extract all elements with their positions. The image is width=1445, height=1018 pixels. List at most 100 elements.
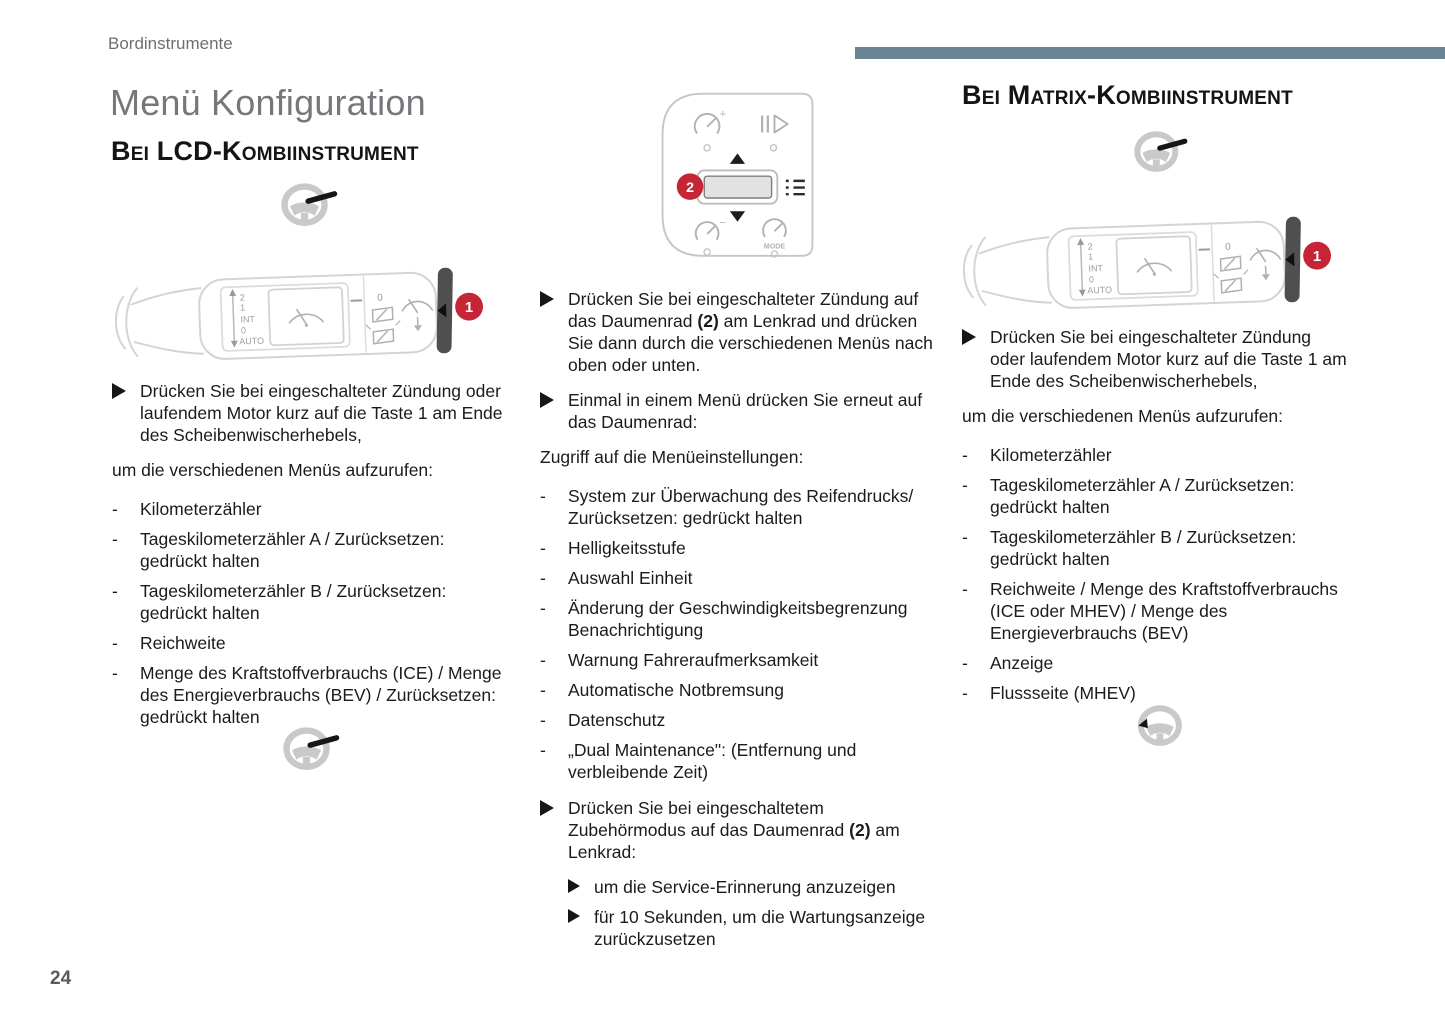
list-item: -Tageskilometerzähler A / Zurücksetzen: …	[962, 475, 1295, 517]
dash-icon: -	[962, 527, 968, 547]
lcd-column: Drücken Sie bei eingeschalteter Zündung …	[112, 380, 506, 736]
list-item: -„Dual Maintenance": (Entfernung und ver…	[540, 740, 857, 782]
section-heading-lcd: Bei LCD-Kombiinstrument	[111, 136, 419, 166]
dash-icon: -	[540, 568, 546, 588]
stalk-screen	[267, 286, 345, 347]
dash-icon: -	[962, 579, 968, 599]
list-item: -Auswahl Einheit	[540, 568, 693, 588]
steering-wheel-icon	[280, 182, 340, 232]
dash-icon: -	[962, 445, 968, 465]
steering-wheel-icon	[1133, 130, 1190, 178]
speed-scale	[231, 294, 236, 343]
list-item: -Helligkeitsstufe	[540, 538, 686, 558]
instruction-substep: für 10 Sekunden, um die Wartungsanzeige …	[568, 906, 942, 950]
front-wiper-icon	[288, 313, 324, 324]
rear-washer-icon	[372, 328, 395, 345]
dash-icon: -	[112, 529, 118, 549]
svg-text:AUTO: AUTO	[1087, 285, 1112, 296]
front-wiper-icon	[1136, 262, 1172, 273]
wiper-stalk-illustration: 2 1 INT 0 AUTO 0 1	[108, 243, 486, 382]
rear-washer-icon	[1220, 277, 1243, 294]
instruction-substep: um die Service-Erinnerung anzuzeigen	[568, 876, 942, 898]
dash-icon: -	[540, 650, 546, 670]
arrow-bullet-icon	[568, 876, 594, 898]
matrix-column: Drücken Sie bei eingeschalteter Zündung …	[962, 326, 1348, 712]
instruction-step: Drücken Sie bei eingeschalteter Zündung …	[962, 326, 1348, 392]
dash-list: -Kilometerzähler -Tageskilometerzähler A…	[112, 498, 506, 728]
steering-wheel-press-icon	[1134, 704, 1191, 752]
stalk-line	[305, 191, 338, 204]
gauge-minus-icon: −	[694, 217, 726, 241]
front-washer-icon	[1249, 249, 1282, 261]
callout-badge-1: 1	[455, 292, 484, 321]
arrow-bullet-icon	[540, 797, 568, 863]
rear-wiper-icon	[1219, 255, 1242, 272]
svg-text:0: 0	[1089, 274, 1094, 284]
steering-controls-illustration: + − MODE 2	[654, 87, 820, 267]
mode-gauge-icon: MODE	[762, 218, 787, 250]
front-washer-icon	[401, 300, 434, 312]
list-item: -Warnung Fahreraufmerksamkeit	[540, 650, 819, 670]
up-arrow-icon	[729, 153, 746, 164]
list-item: -Automatische Notbremsung	[540, 680, 784, 700]
steering-wheel-icon	[282, 726, 342, 776]
lead-text: um die verschiedenen Menüs aufzurufen:	[112, 460, 434, 480]
list-item: -Reichweite	[112, 633, 226, 653]
arrow-bullet-icon	[568, 906, 594, 950]
list-item: -Tageskilometerzähler B / Zurücksetzen: …	[962, 527, 1297, 569]
rear-wiper-icon	[371, 306, 394, 323]
instruction-step: Drücken Sie bei eingeschaltetem Zubehörm…	[540, 797, 942, 863]
svg-text:1: 1	[240, 302, 245, 312]
svg-text:AUTO: AUTO	[239, 336, 264, 347]
dash-icon: -	[112, 581, 118, 601]
stalk-panel	[219, 282, 351, 352]
stalk-line	[307, 735, 340, 748]
svg-text:2: 2	[686, 180, 694, 196]
dash-icon: -	[540, 598, 546, 618]
press-mark	[1138, 718, 1148, 729]
section-heading-matrix: Bei Matrix-Kombiinstrument	[962, 80, 1293, 110]
svg-text:−: −	[719, 217, 726, 229]
list-item: -System zur Überwachung des Reifendrucks…	[540, 486, 914, 528]
arrow-bullet-icon	[540, 288, 568, 376]
list-item: -Kilometerzähler	[112, 499, 262, 519]
svg-text:+: +	[719, 108, 726, 120]
svg-text:MODE: MODE	[764, 242, 786, 250]
svg-text:1: 1	[1088, 251, 1093, 261]
dash-icon: -	[540, 680, 546, 700]
column-boot	[114, 295, 127, 350]
dash-icon: -	[540, 486, 546, 506]
list-item: -Änderung der Geschwindigkeitsbegrenzung…	[540, 598, 908, 640]
list-item: -Tageskilometerzähler A / Zurücksetzen: …	[112, 529, 445, 571]
down-arrow-icon	[729, 211, 746, 222]
callout-badge-2: 2	[676, 173, 704, 200]
accent-bar	[855, 47, 1445, 59]
dash-list: -Kilometerzähler -Tageskilometerzähler A…	[962, 444, 1348, 704]
gauge-plus-icon: +	[693, 108, 726, 135]
instruction-step: Drücken Sie bei eingeschalteter Zündung …	[112, 380, 506, 446]
svg-text:INT: INT	[240, 314, 255, 325]
page-number: 24	[50, 968, 72, 989]
thumbwheel-column: Drücken Sie bei eingeschalteter Zündung …	[540, 288, 942, 958]
lead-text: Zugriff auf die Menüeinstellungen:	[540, 447, 804, 467]
svg-text:1: 1	[465, 299, 473, 316]
svg-text:2: 2	[1088, 242, 1093, 252]
dash-icon: -	[112, 499, 118, 519]
dash-icon: -	[112, 663, 118, 683]
svg-text:2: 2	[240, 293, 245, 303]
stalk-line	[1157, 138, 1188, 151]
list-item: -Kilometerzähler	[962, 445, 1112, 465]
callout-badge-1: 1	[1303, 241, 1332, 270]
pad-outline	[661, 92, 814, 257]
arrow-bullet-icon	[540, 389, 568, 433]
svg-text:INT: INT	[1088, 263, 1103, 274]
dash-icon: -	[962, 475, 968, 495]
stalk-body	[198, 271, 438, 360]
divider-line	[362, 275, 367, 353]
lead-text: um die verschiedenen Menüs aufzurufen:	[962, 406, 1284, 426]
svg-text:1: 1	[1313, 248, 1321, 265]
dash-icon: -	[540, 710, 546, 730]
page-title: Menü Konfiguration	[110, 82, 426, 123]
list-item: -Reichweite / Menge des Kraftstoffverbra…	[962, 579, 1338, 643]
pause-play-icon	[760, 114, 789, 134]
